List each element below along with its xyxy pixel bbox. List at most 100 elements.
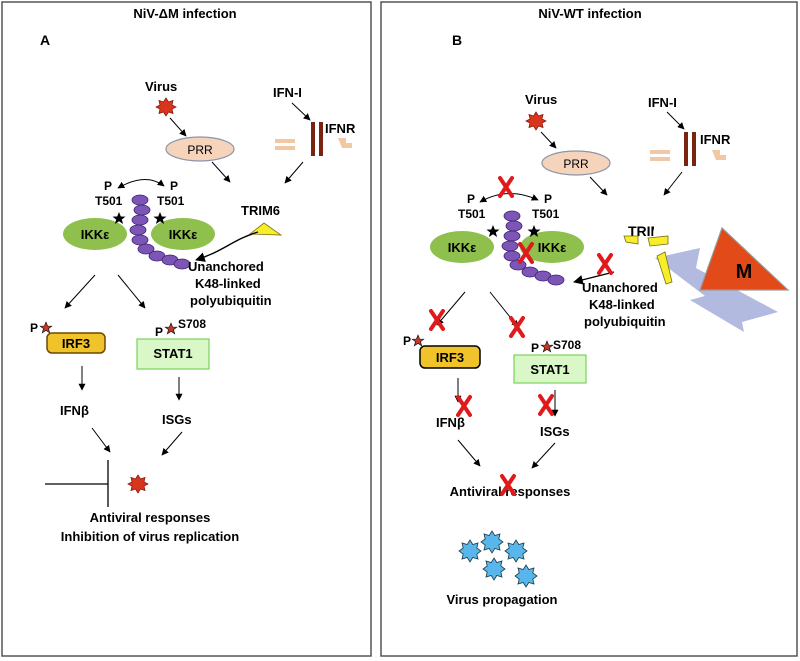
star-icon	[112, 212, 126, 224]
virus-icon	[155, 97, 177, 117]
panel-a-title: NiV-ΔM infection	[133, 6, 236, 21]
ifn-label: IFN-I	[648, 95, 677, 110]
star-icon	[39, 321, 53, 334]
virus-icon	[127, 474, 149, 494]
stat1-s708-label: S708	[178, 317, 206, 331]
ifnb-label: IFNβ	[60, 403, 89, 418]
panel-b-title: NiV-WT infection	[538, 6, 641, 21]
x-mark-icon	[509, 316, 525, 338]
isgs-label: ISGs	[162, 412, 192, 427]
polyubiquitin-chain	[501, 210, 565, 286]
ikke-right	[520, 231, 584, 263]
x-mark-icon	[429, 309, 445, 331]
virions	[458, 530, 538, 588]
trim6-fragment	[656, 251, 673, 285]
arrow-isgs-response	[161, 431, 183, 456]
ubiquitin-label-3: polyubiquitin	[190, 293, 272, 308]
ikke-left	[430, 231, 494, 263]
arrow-ikke-stat1	[117, 274, 146, 309]
irf3-label: IRF3	[436, 350, 464, 365]
x-mark-icon	[498, 176, 514, 198]
x-mark-icon	[500, 474, 516, 496]
autophosphorylation-arrow	[117, 179, 165, 189]
ifn-label: IFN-I	[273, 85, 302, 100]
ikke-right-label: IKKε	[169, 227, 198, 242]
isgs-label: ISGs	[540, 424, 570, 439]
ifnr-receptor	[650, 132, 726, 166]
arrow-ifnr-trim6	[284, 161, 304, 184]
t501-label-left: T501	[458, 207, 486, 221]
ifnb-label: IFNβ	[436, 415, 465, 430]
propagation-label: Virus propagation	[447, 592, 558, 607]
arrow-isgs-response	[531, 442, 556, 469]
star-icon	[527, 225, 541, 237]
panel-b: NiV-WT infection B Virus PRR IFN-I IFNR …	[380, 1, 798, 657]
virion-icon	[514, 564, 538, 588]
inhibition-x-marks	[429, 176, 613, 496]
panel-a-letter: A	[40, 32, 50, 48]
panel-b-letter: B	[452, 32, 462, 48]
x-mark-icon	[518, 242, 534, 264]
virion-icon	[482, 557, 506, 581]
star-icon	[486, 225, 500, 237]
stat1-s708-label: S708	[553, 338, 581, 352]
prr-receptor	[541, 150, 611, 176]
inhibition-label: Inhibition of virus replication	[61, 529, 239, 544]
prr-receptor	[165, 136, 235, 162]
irf3-p-label: P	[30, 321, 38, 335]
stat1-p-label: P	[531, 341, 539, 355]
arrow-virus-prr	[540, 131, 557, 149]
irf3-p-label: P	[403, 334, 411, 348]
ubiquitin-label-2: K48-linked	[589, 297, 655, 312]
trim6-label: TRIM6	[241, 203, 280, 218]
virion-icon	[458, 539, 482, 563]
irf3-box	[46, 332, 106, 354]
panel-a-frame	[1, 1, 372, 657]
t501-label-right: T501	[157, 194, 185, 208]
star-icon	[153, 212, 167, 224]
arrow-ikke-irf3	[64, 274, 96, 309]
p-label-left: P	[467, 192, 475, 206]
stat1-box	[136, 338, 210, 370]
x-mark-icon	[597, 253, 613, 275]
arrow-virus-prr	[169, 117, 187, 137]
arrow-prr-trim6	[211, 161, 231, 183]
virus-label: Virus	[525, 92, 557, 107]
virus-label: Virus	[145, 79, 177, 94]
arrow-ifn-receptor	[291, 102, 311, 121]
stat1-label: STAT1	[530, 362, 569, 377]
irf3-label: IRF3	[62, 336, 90, 351]
response-label: Antiviral responses	[90, 510, 211, 525]
x-mark-icon	[538, 394, 554, 416]
ubiquitin-label-1: Unanchored	[188, 259, 264, 274]
m-protein-triangle	[699, 226, 790, 291]
irf3-box	[419, 345, 481, 369]
arrow-prr-trim6	[589, 176, 608, 196]
panel-b-frame	[380, 1, 798, 657]
arrow-ifn-receptor	[666, 111, 685, 130]
stat1-p-label: P	[155, 325, 163, 339]
virion-icon	[504, 539, 528, 563]
p-label-left: P	[104, 179, 112, 193]
ifnr-label: IFNR	[325, 121, 356, 136]
panel-a: NiV-ΔM infection A Virus PRR IFN-I IFNR …	[1, 1, 372, 657]
arrow-ifnb-response	[457, 439, 481, 467]
arrow-trim6-ubiquitin	[195, 231, 259, 262]
p-label-right: P	[170, 179, 178, 193]
arrow-ifnb-response	[91, 427, 111, 453]
arrow-ikke-irf3	[436, 291, 466, 326]
m-protein-label: M	[736, 261, 753, 283]
t501-label-right: T501	[532, 207, 560, 221]
x-mark-icon	[456, 395, 472, 417]
virion-icon	[480, 530, 504, 554]
prr-label: PRR	[187, 143, 213, 157]
ikke-left	[63, 218, 127, 250]
ubiquitin-label-2: K48-linked	[195, 276, 261, 291]
trim6-fragment	[623, 235, 639, 245]
star-icon	[164, 322, 178, 335]
polyubiquitin-chain	[129, 194, 191, 270]
ikke-left-label: IKKε	[448, 240, 477, 255]
ikke-left-label: IKKε	[81, 227, 110, 242]
prr-label: PRR	[563, 157, 589, 171]
ifnr-receptor	[275, 122, 352, 156]
